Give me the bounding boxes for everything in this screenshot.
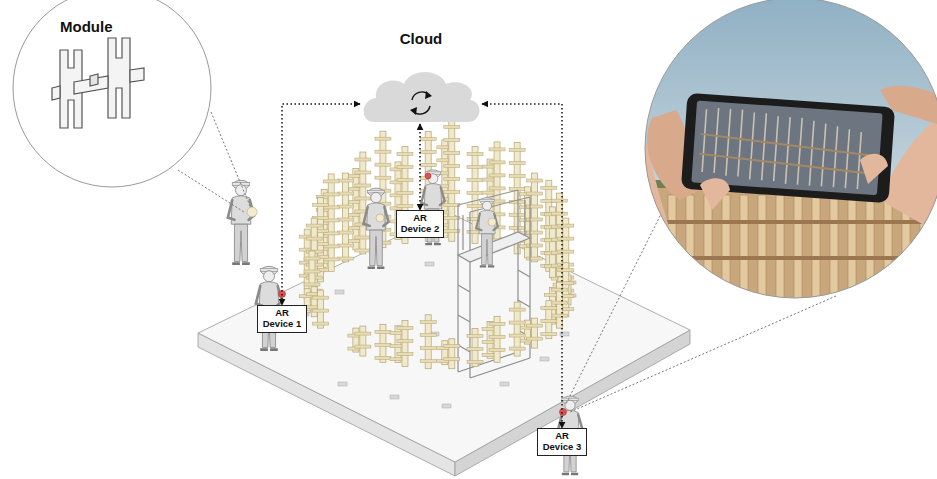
callout-circle: Module <box>12 0 212 188</box>
device-label-box: AR Device 3 <box>537 428 587 456</box>
workers <box>228 170 582 474</box>
device-label: AR Device 1 <box>261 308 303 330</box>
device-label-box: AR Device 2 <box>396 210 444 238</box>
site-slab <box>198 212 690 476</box>
device-label: AR Device 3 <box>541 431 583 453</box>
scaffold <box>458 190 530 378</box>
device-dots <box>247 173 567 416</box>
sync-connector <box>419 124 421 210</box>
photo-callout <box>640 0 937 305</box>
sync-connector <box>482 104 562 428</box>
device-label-box: AR Device 1 <box>257 305 307 333</box>
callout-title: Module <box>60 18 113 35</box>
sync-connector <box>282 104 360 305</box>
cloud-label: Cloud <box>360 30 482 47</box>
cloud-node: Cloud <box>360 28 482 124</box>
module-columns <box>299 251 576 369</box>
device-label: AR Device 2 <box>400 213 440 235</box>
module-columns <box>299 119 574 293</box>
